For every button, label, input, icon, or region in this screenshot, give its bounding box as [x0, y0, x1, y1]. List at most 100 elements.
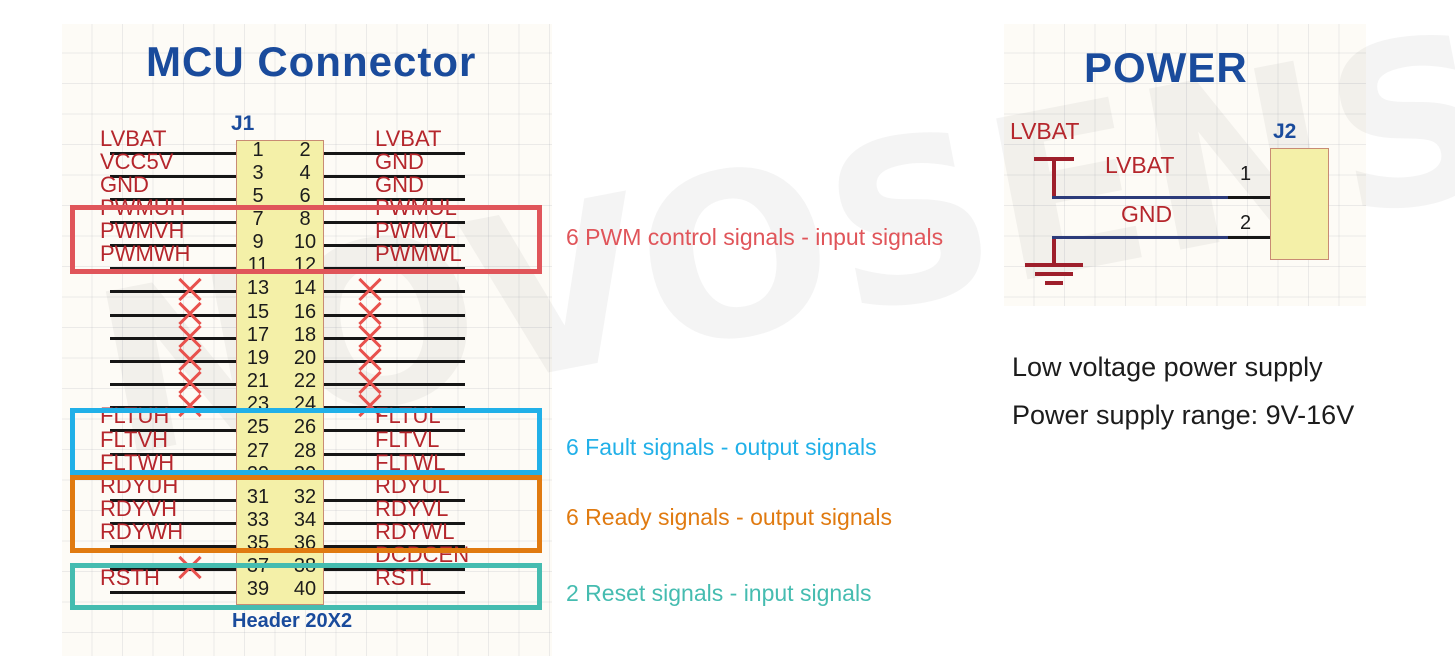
gnd-net-label: GND [1121, 201, 1173, 227]
wire-pin-28 [322, 452, 465, 456]
net-label-lvbat-p2: LVBAT [375, 125, 442, 151]
j2-connector-body [1270, 148, 1329, 260]
no-connect-icon-pin-16 [357, 301, 383, 327]
pin-number-5: 5 [252, 184, 264, 207]
power-caption-line-2: Power supply range: 9V-16V [1012, 400, 1355, 430]
wire-pin-36 [322, 545, 465, 549]
j2-pin-1-number: 1 [1240, 163, 1252, 185]
wire-pin-38 [322, 568, 465, 572]
net-label-gnd-p6: GND [375, 171, 424, 197]
pin-number-6: 6 [299, 184, 311, 207]
wire-pin-20 [322, 359, 465, 363]
j1-part-name-label: Header 20X2 [232, 610, 353, 632]
pin-number-19: 19 [246, 346, 270, 369]
pin-number-26: 26 [293, 416, 317, 439]
wire-pin-8 [322, 221, 465, 225]
lvbat-supply-bar [1034, 157, 1074, 161]
lvbat-supply-label: LVBAT [1010, 118, 1080, 144]
group-highlight-pwm [70, 205, 542, 274]
wire-pin-10 [322, 244, 465, 248]
wire-pin-16 [322, 313, 465, 317]
net-label-gnd-p5: GND [100, 171, 149, 197]
gnd-symbol-bar2 [1035, 272, 1073, 276]
wire-pin-1 [110, 151, 236, 155]
no-connect-icon-pin-20 [357, 347, 383, 373]
net-label-vcc5v-p3: VCC5V [100, 148, 174, 174]
wire-pin-5 [110, 197, 236, 201]
wire-pin-6 [322, 197, 465, 201]
wire-pin-14 [322, 290, 465, 294]
net-label-pwmvh-p9: PWMVH [100, 218, 185, 244]
wire-pin-26 [322, 429, 465, 433]
j2-refdes-label: J2 [1273, 120, 1297, 143]
pin-number-9: 9 [252, 231, 264, 254]
no-connect-icon-pin-15 [177, 301, 203, 327]
wire-pin-13 [110, 290, 236, 294]
wire-pin-25 [110, 429, 236, 433]
group-highlight-reset [70, 563, 542, 610]
pin-number-3: 3 [252, 161, 264, 184]
lvbat-supply-stem [1052, 157, 1056, 197]
pin-number-18: 18 [293, 323, 317, 346]
gnd-net-wire [1052, 236, 1228, 239]
net-label-fltvl-p28: FLTVL [375, 426, 440, 452]
group-label-fault: 6 Fault signals - output signals [566, 434, 877, 460]
net-label-rdyvl-p34: RDYVL [375, 495, 449, 521]
wire-pin-18 [322, 336, 465, 340]
pin-number-10: 10 [293, 231, 317, 254]
group-label-reset: 2 Reset signals - input signals [566, 580, 872, 606]
pin-number-21: 21 [246, 370, 270, 393]
pin-number-2: 2 [299, 138, 311, 161]
pin-number-31: 31 [246, 485, 270, 508]
pin-number-8: 8 [299, 208, 311, 231]
wire-pin-4 [322, 174, 465, 178]
pin-number-27: 27 [246, 439, 270, 462]
pin-number-32: 32 [293, 485, 317, 508]
power-caption-line-1: Low voltage power supply [1012, 352, 1323, 382]
pin-number-25: 25 [246, 416, 270, 439]
pin-number-4: 4 [299, 161, 311, 184]
wire-pin-7 [110, 221, 236, 225]
wire-pin-39 [110, 591, 236, 595]
j1-connector-body [236, 140, 324, 605]
group-label-pwm: 6 PWM control signals - input signals [566, 224, 944, 250]
wire-pin-32 [322, 498, 465, 502]
net-label-pwmwl-p12: PWMWL [375, 241, 462, 267]
group-highlight-ready [70, 475, 542, 553]
wire-pin-31 [110, 498, 236, 502]
wire-pin-34 [322, 521, 465, 525]
pin-number-33: 33 [246, 508, 270, 531]
net-label-pwmwh-p11: PWMWH [100, 241, 191, 267]
net-label-rdyvh-p33: RDYVH [100, 495, 178, 521]
wire-pin-12 [322, 267, 465, 271]
pin-number-34: 34 [293, 508, 317, 531]
group-label-ready: 6 Ready signals - output signals [566, 504, 893, 530]
wire-pin-11 [110, 267, 236, 271]
pin-number-40: 40 [293, 578, 317, 601]
pin-number-1: 1 [252, 138, 264, 161]
net-label-rdywh-p35: RDYWH [100, 519, 184, 545]
wire-pin-21 [110, 383, 236, 387]
pin-number-14: 14 [293, 277, 317, 300]
lvbat-net-wire [1052, 196, 1228, 199]
wire-pin-33 [110, 521, 236, 525]
pin-number-39: 39 [246, 578, 270, 601]
wire-pin-19 [110, 359, 236, 363]
lvbat-pin-wire [1228, 196, 1272, 199]
pin-number-13: 13 [246, 277, 270, 300]
wire-pin-9 [110, 244, 236, 248]
j1-refdes-label: J1 [231, 112, 255, 135]
j2-pin-2-number: 2 [1240, 212, 1252, 234]
net-label-pwmvl-p10: PWMVL [375, 218, 456, 244]
wire-pin-15 [110, 313, 236, 317]
wire-pin-23 [110, 406, 236, 410]
gnd-symbol-stem [1052, 236, 1056, 265]
no-connect-icon-pin-22 [357, 370, 383, 396]
gnd-symbol-bar1 [1025, 263, 1083, 267]
wire-pin-27 [110, 452, 236, 456]
no-connect-icon-pin-14 [357, 277, 383, 303]
net-label-fltul-p26: FLTUL [375, 403, 441, 429]
pin-number-7: 7 [252, 208, 264, 231]
pin-number-20: 20 [293, 346, 317, 369]
